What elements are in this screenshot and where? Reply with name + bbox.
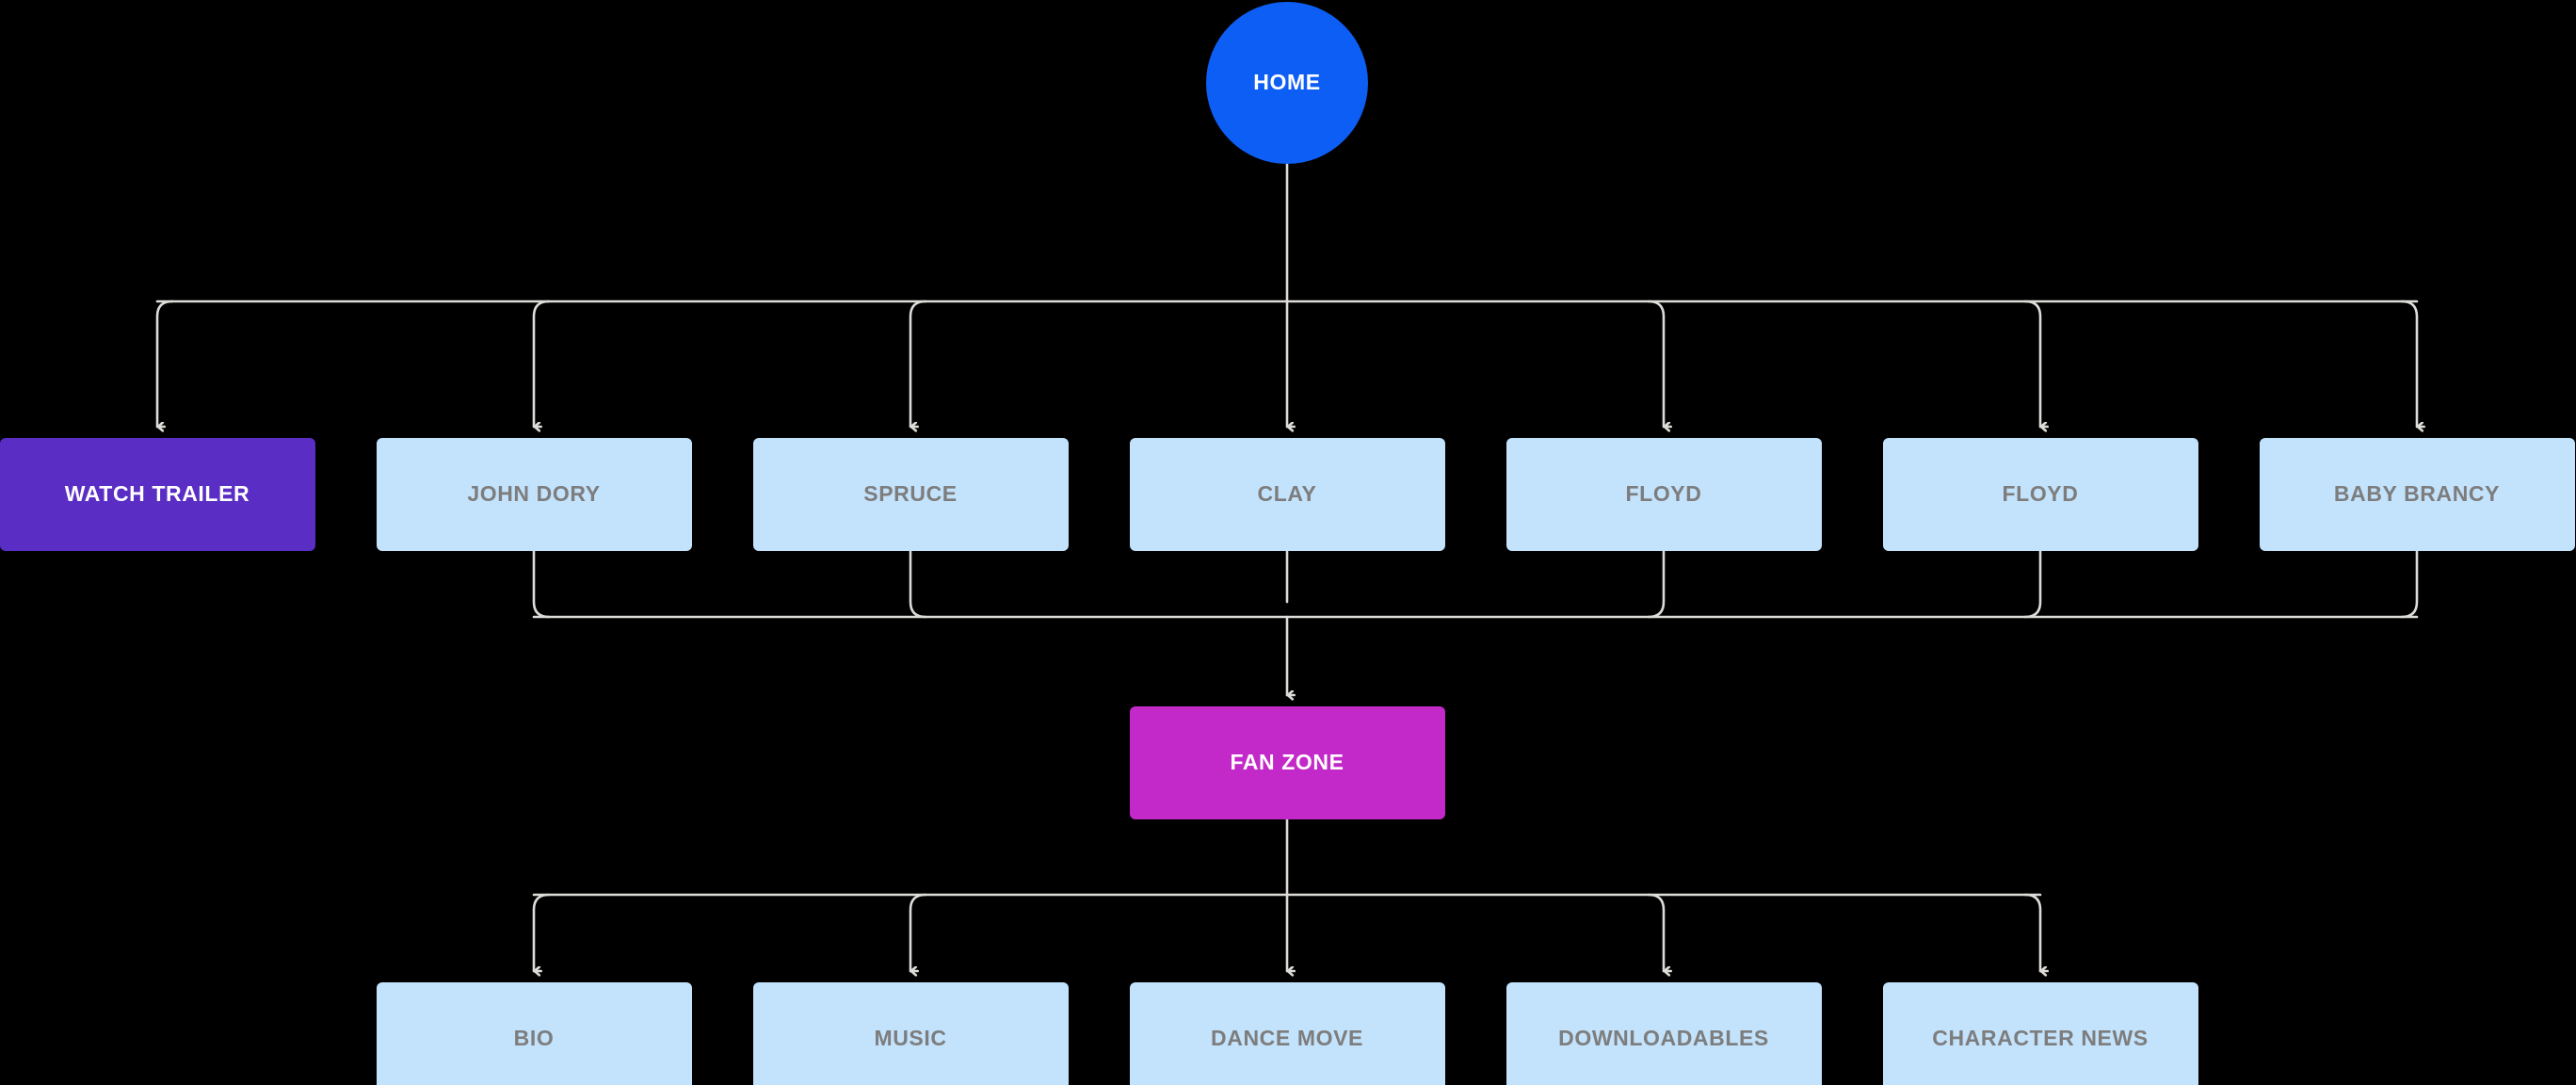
edge-path	[2400, 549, 2419, 619]
edge-path	[532, 893, 551, 971]
node-bio[interactable]: BIO	[376, 982, 692, 1085]
node-music-label: MUSIC	[874, 1026, 947, 1051]
edge-path	[532, 300, 551, 427]
edge-path	[532, 549, 551, 619]
node-floyd-2[interactable]: FLOYD	[1882, 438, 2198, 551]
edge-path	[909, 893, 927, 971]
node-clay-label: CLAY	[1257, 481, 1317, 507]
node-home[interactable]: HOME	[1206, 2, 1368, 164]
node-floyd-1[interactable]: FLOYD	[1505, 438, 1822, 551]
edge-path	[1647, 300, 1664, 427]
node-dance-move-label: DANCE MOVE	[1211, 1026, 1363, 1051]
node-watch-trailer-label: WATCH TRAILER	[64, 481, 250, 507]
edge-path	[2023, 893, 2040, 971]
node-character-news-label: CHARACTER NEWS	[1932, 1026, 2149, 1051]
node-spruce-label: SPRUCE	[863, 481, 958, 507]
edge-path	[2400, 300, 2417, 427]
node-spruce[interactable]: SPRUCE	[752, 438, 1069, 551]
node-john-dory-label: JOHN DORY	[467, 481, 601, 507]
node-floyd-2-label: FLOYD	[2002, 481, 2079, 507]
node-baby-brancy-label: BABY BRANCY	[2333, 481, 2501, 507]
edge-path	[909, 549, 927, 619]
node-bio-label: BIO	[513, 1026, 555, 1051]
node-downloadables[interactable]: DOWNLOADABLES	[1505, 982, 1822, 1085]
node-floyd-1-label: FLOYD	[1625, 481, 1702, 507]
edge-path	[2023, 549, 2042, 619]
edge-path	[1647, 549, 1666, 619]
node-clay[interactable]: CLAY	[1129, 438, 1445, 551]
node-character-news[interactable]: CHARACTER NEWS	[1882, 982, 2198, 1085]
edge-path	[1647, 893, 1664, 971]
edge-path	[2023, 300, 2040, 427]
node-downloadables-label: DOWNLOADABLES	[1558, 1026, 1769, 1051]
node-home-label: HOME	[1253, 70, 1321, 95]
edge-path	[909, 300, 927, 427]
node-baby-brancy[interactable]: BABY BRANCY	[2259, 438, 2575, 551]
node-fan-zone[interactable]: FAN ZONE	[1129, 706, 1445, 819]
node-fan-zone-label: FAN ZONE	[1230, 750, 1344, 775]
node-john-dory[interactable]: JOHN DORY	[376, 438, 692, 551]
node-music[interactable]: MUSIC	[752, 982, 1069, 1085]
edge-path	[155, 300, 174, 427]
node-dance-move[interactable]: DANCE MOVE	[1129, 982, 1445, 1085]
node-watch-trailer[interactable]: WATCH TRAILER	[0, 438, 315, 551]
